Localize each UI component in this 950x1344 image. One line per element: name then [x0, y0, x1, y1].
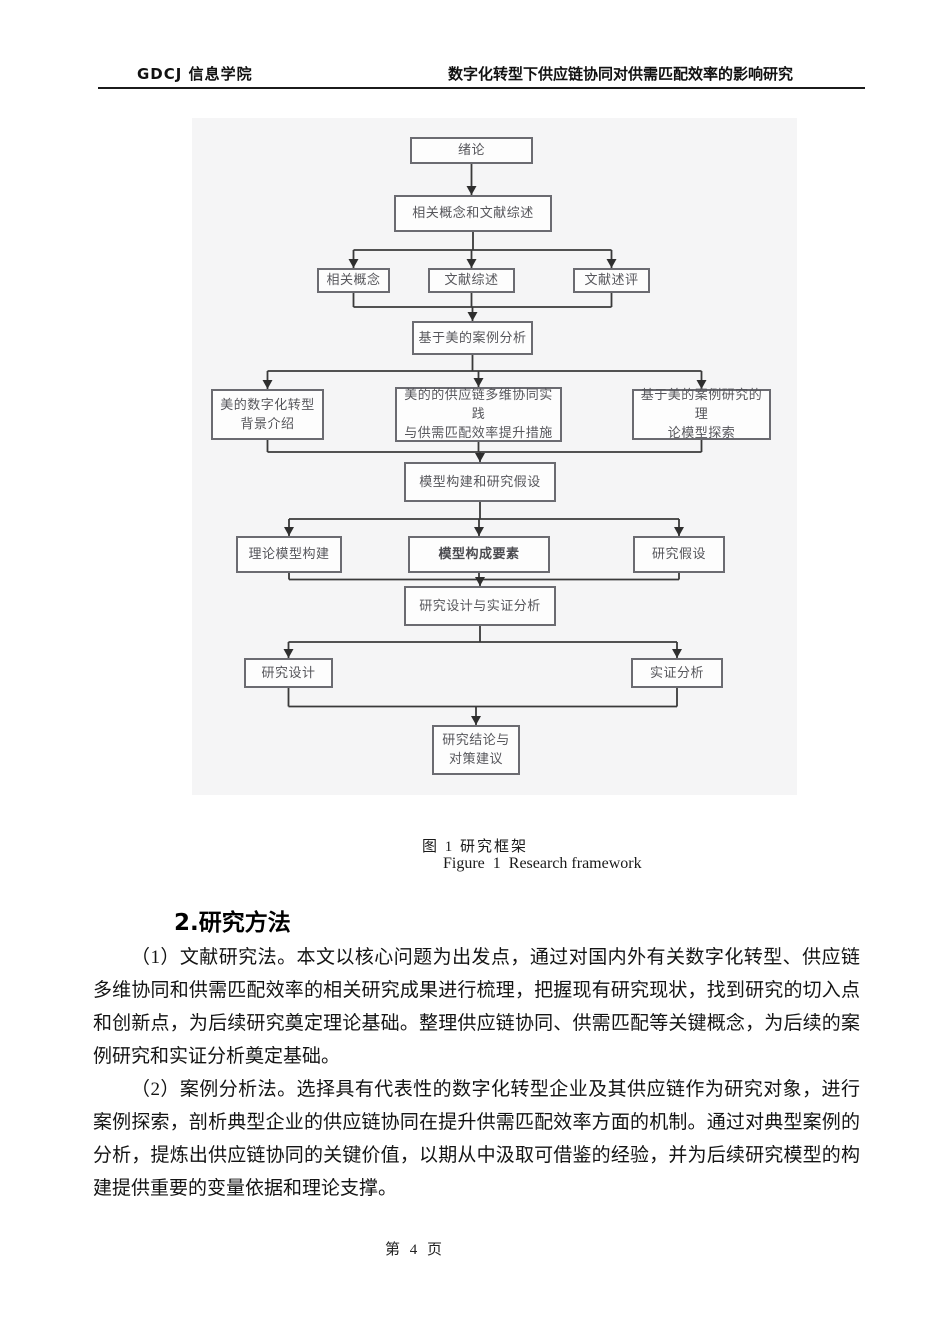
paragraph-method-2: （2）案例分析法。选择具有代表性的数字化转型企业及其供应链作为研究对象，进行案例… [93, 1079, 860, 1199]
flow-node-n5a: 美的数字化转型 背景介绍 [211, 389, 324, 440]
section-heading: 2.研究方法 [174, 910, 291, 936]
header-school-name: GDCJ 信息学院 [137, 65, 253, 83]
flow-node-n10: 研究结论与 对策建议 [432, 725, 520, 775]
header-rule [98, 87, 865, 89]
page-number: 第 4 页 [384, 1242, 445, 1258]
flow-node-n8: 研究设计与实证分析 [404, 586, 556, 626]
flow-node-n7c: 研究假设 [633, 536, 725, 573]
flow-node-n9a: 研究设计 [244, 658, 333, 688]
figure-caption-en: Figure 1 Research framework [443, 855, 642, 872]
flow-node-n9b: 实证分析 [631, 658, 723, 688]
flow-connectors [262, 164, 707, 725]
flow-node-n7a: 理论模型构建 [236, 536, 342, 573]
flow-node-n5c: 基于美的案例研究的理 论模型探索 [632, 387, 771, 440]
flow-node-n3b: 文献综述 [428, 268, 515, 293]
flow-node-n1: 绪论 [410, 137, 533, 164]
flow-node-n3c: 文献述评 [573, 268, 650, 293]
flow-node-n3a: 相关概念 [317, 268, 390, 293]
body-text: （1）文献研究法。本文以核心问题为出发点，通过对国内外有关数字化转型、供应链多维… [93, 941, 860, 1205]
research-framework-diagram: 绪论相关概念和文献综述相关概念 文献综述 文献述评基于美的案例分析美的数字化转型 背… [192, 118, 797, 795]
flow-node-n5b: 美的的供应链多维协同实践 与供需匹配效率提升措施 [395, 387, 562, 442]
flow-node-n7b: 模型构成要素 [408, 536, 550, 573]
figure-caption-zh: 图 1 研究框架 [421, 839, 528, 855]
flow-node-n2: 相关概念和文献综述 [394, 195, 552, 232]
paragraph-method-1: （1）文献研究法。本文以核心问题为出发点，通过对国内外有关数字化转型、供应链多维… [93, 947, 860, 1067]
header-paper-title: 数字化转型下供应链协同对供需匹配效率的影响研究 [447, 65, 793, 83]
flow-node-n4: 基于美的案例分析 [412, 321, 533, 355]
flow-node-n6: 模型构建和研究假设 [404, 462, 556, 502]
